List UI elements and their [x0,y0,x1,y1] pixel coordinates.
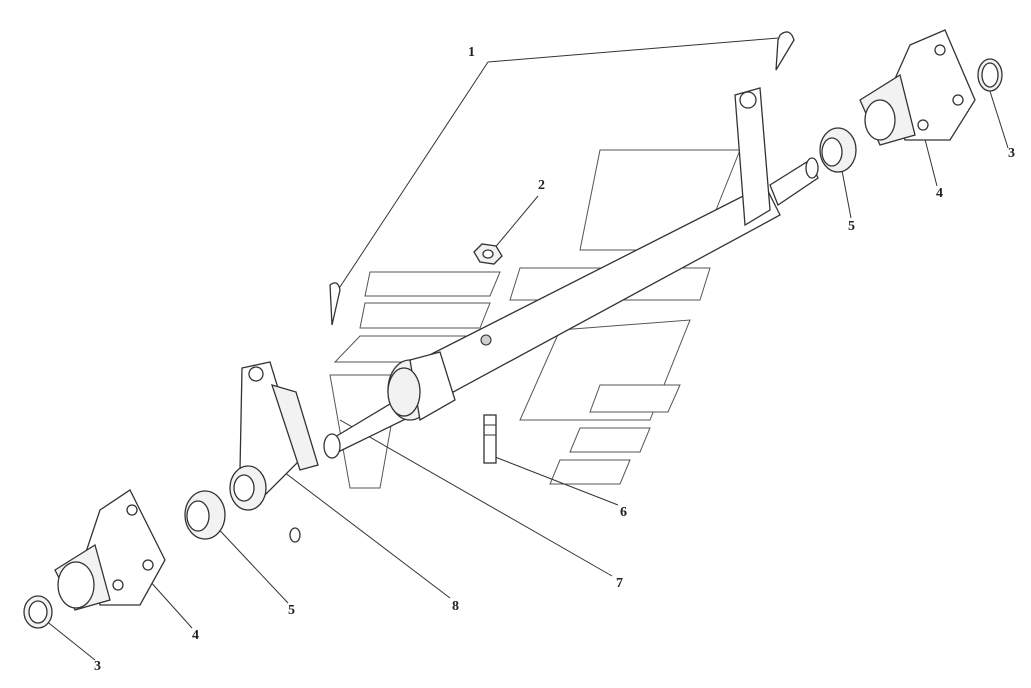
lever-part-8 [229,361,319,543]
watermark-logo [329,149,741,489]
cotter-pin-left [329,282,341,326]
callout-2: 2 [538,178,545,193]
shaft-part-7 [323,157,819,459]
callout-4-left: 4 [192,628,199,643]
callout-7: 7 [616,576,623,591]
callout-5-left: 5 [288,603,295,618]
callout-3-right: 3 [1008,146,1015,161]
bracket-right [859,29,976,146]
callout-8: 8 [452,599,459,614]
bracket-left [54,489,166,611]
callout-5-right: 5 [848,219,855,234]
callout-4-right: 4 [936,186,943,201]
lever-right [734,87,771,227]
callout-1: 1 [468,45,475,60]
leader-lines [44,37,1009,661]
callout-6: 6 [620,505,627,520]
cotter-pin-right [775,31,795,71]
callout-3-left: 3 [94,659,101,674]
stud-part-6 [483,414,497,464]
